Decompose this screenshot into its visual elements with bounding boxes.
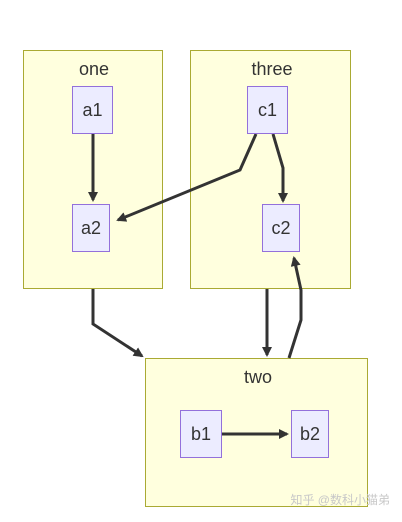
- watermark: 知乎 @数科小猫弟: [290, 493, 390, 507]
- node-a2-label: a2: [80, 217, 102, 238]
- cluster-three-label: three: [251, 59, 293, 79]
- edge-c1-to-c2: [271, 133, 288, 203]
- cluster-one-label: one: [78, 59, 110, 79]
- node-c1-label: c1: [257, 99, 277, 120]
- node-c1: c1: [247, 86, 288, 134]
- node-a1: a1: [72, 86, 113, 134]
- edge-c1-to-a2: [116, 133, 258, 222]
- edge-two-to-c2: [287, 256, 303, 359]
- node-b2: b2: [291, 410, 329, 458]
- edge-one-to-two: [91, 289, 144, 358]
- node-a2: a2: [72, 204, 110, 252]
- cluster-two-label: two: [243, 367, 272, 387]
- node-b1: b1: [180, 410, 222, 458]
- node-c2-label: c2: [271, 217, 291, 238]
- node-b1-label: b1: [190, 423, 212, 444]
- node-a1-label: a1: [82, 99, 103, 120]
- node-c2: c2: [262, 204, 300, 252]
- node-b2-label: b2: [299, 423, 321, 444]
